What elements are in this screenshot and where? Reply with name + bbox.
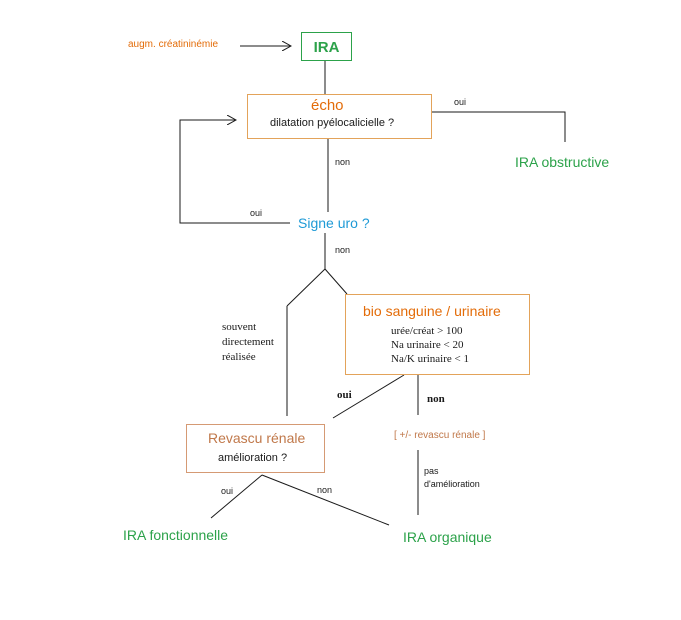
bio-box: bio sanguine / urinaire urée/créat > 100… (345, 294, 530, 375)
arrow-uro-oui-back-to-echo (179, 120, 290, 224)
signe-uro: Signe uro ? (298, 215, 370, 231)
label-pas: pas (424, 466, 439, 476)
line-revascu-non (261, 474, 390, 526)
line-revascu-oui (210, 474, 263, 519)
echo-question: dilatation pyélocalicielle ? (270, 117, 395, 129)
label-realisee: réalisée (222, 351, 256, 363)
bio-title: bio sanguine / urinaire (363, 303, 501, 319)
revascu-question: amélioration ? (218, 452, 288, 464)
revascu-title: Revascu rénale (208, 430, 306, 446)
ira-fonctionnelle: IRA fonctionnelle (123, 527, 229, 543)
edge-label-bio-oui: oui (337, 389, 352, 401)
label-damelioration: d'amélioration (424, 479, 480, 489)
edge-label-echo-oui: oui (454, 97, 467, 107)
line-echo-oui-to-obstructive (432, 111, 566, 142)
ira-box: IRA (301, 32, 352, 61)
edge-label-rev-non: non (317, 485, 333, 495)
ira-organique: IRA organique (403, 529, 492, 545)
line-split-left (286, 268, 326, 307)
line-bio-oui-to-revascu (332, 374, 405, 419)
echo-title: écho (311, 97, 344, 114)
edge-label-echo-non: non (335, 157, 351, 167)
label-souvent: souvent (222, 321, 257, 333)
revascu-optional: [ +/- revascu rénale ] (394, 430, 486, 441)
label-directement: directement (222, 336, 274, 348)
bio-line-na: Na urinaire < 20 (391, 339, 464, 351)
start-label: augm. créatininémie (128, 39, 219, 50)
echo-box: écho dilatation pyélocalicielle ? (247, 94, 432, 139)
edge-label-bio-non: non (427, 393, 445, 405)
ira-obstructive: IRA obstructive (515, 154, 610, 170)
bio-line-uree: urée/créat > 100 (391, 325, 463, 337)
line-split-right (324, 268, 348, 295)
edge-label-uro-non: non (335, 245, 351, 255)
edge-label-rev-oui: oui (221, 486, 234, 496)
revascu-box: Revascu rénale amélioration ? (186, 424, 325, 473)
ira-label: IRA (313, 39, 340, 56)
bio-line-nak: Na/K urinaire < 1 (391, 353, 469, 365)
edge-label-uro-oui: oui (250, 208, 263, 218)
